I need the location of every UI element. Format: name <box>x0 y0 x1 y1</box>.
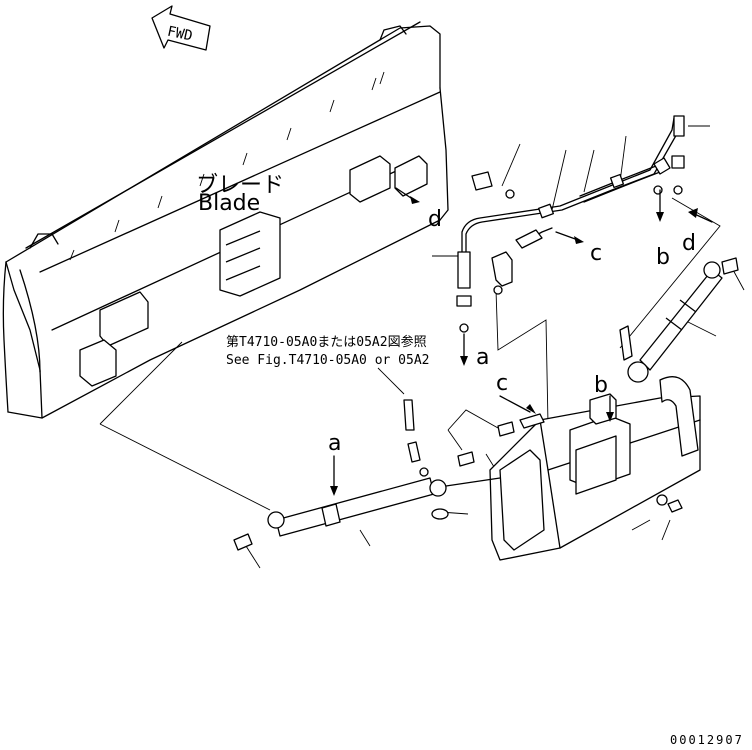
callout-b-top: b <box>656 245 670 270</box>
reference-text-en: See Fig.T4710-05A0 or 05A2 <box>226 353 430 368</box>
callout-arrows <box>330 187 713 496</box>
callout-c-frame: c <box>496 371 508 396</box>
right-cylinder <box>619 257 739 383</box>
callout-b-frame: b <box>594 373 608 398</box>
washer-icon <box>656 494 668 506</box>
nut-icon <box>667 499 683 513</box>
callout-a-left: a <box>328 431 341 456</box>
callout-a-right: a <box>476 345 489 370</box>
blade-label-en: Blade <box>198 191 260 216</box>
hose-assembly <box>456 115 685 333</box>
callout-d-blade: d <box>428 207 442 232</box>
callout-c-hose: c <box>590 241 602 266</box>
reference-text-jp: 第T4710-05A0または05A2図参照 <box>226 334 427 350</box>
frame-assembly <box>457 376 701 561</box>
left-cylinder <box>233 399 501 551</box>
blade-label-jp: ブレード <box>196 173 284 198</box>
blade-illustration: ブレード Blade <box>2 21 449 419</box>
fwd-label: FWD <box>166 24 194 45</box>
drawing-number: 00012907 <box>670 733 744 747</box>
leader-lines <box>99 125 745 569</box>
callout-d-cylinder: d <box>682 231 696 256</box>
fwd-arrow-icon: FWD <box>151 5 211 51</box>
